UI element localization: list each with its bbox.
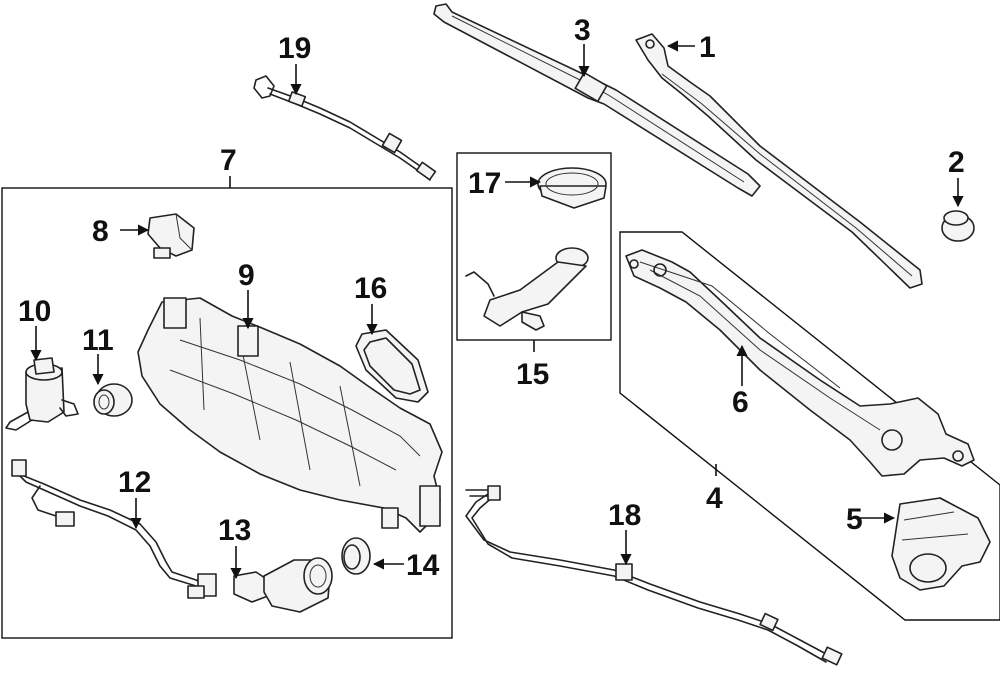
- grommet-part-11: [93, 383, 133, 417]
- callout-8: 8: [92, 215, 109, 248]
- washer-pump-part-10: [5, 357, 79, 431]
- callout-11: 11: [82, 324, 114, 357]
- seal-part-16: [355, 329, 429, 403]
- callout-labels: 1 2 3 4 5 6 7 8 9 10 11 12 13 14 15 16 1…: [18, 14, 965, 582]
- callout-6: 6: [732, 386, 749, 419]
- connector-part-8: [147, 213, 195, 259]
- callout-15: 15: [516, 358, 549, 391]
- callout-5: 5: [846, 503, 863, 536]
- callout-2: 2: [948, 146, 965, 179]
- washer-reservoir-part-9: [137, 297, 443, 533]
- leader-lines: [30, 40, 964, 580]
- callout-13: 13: [218, 514, 251, 547]
- ring-part-14: [341, 537, 371, 575]
- callout-19: 19: [278, 32, 311, 65]
- harness-part-19: [253, 75, 437, 181]
- wiper-arm-part-1: [635, 33, 923, 289]
- washer-hose-part-18: [465, 485, 843, 666]
- callout-18: 18: [608, 499, 641, 532]
- callout-3: 3: [574, 14, 591, 47]
- callout-4: 4: [706, 482, 723, 515]
- callout-12: 12: [118, 466, 151, 499]
- callout-10: 10: [18, 295, 51, 328]
- callout-17: 17: [468, 167, 501, 200]
- callout-16: 16: [354, 272, 387, 305]
- wiper-blade-part-3: [433, 3, 761, 197]
- callout-14: 14: [406, 549, 440, 582]
- wiper-motor-part-5: [891, 497, 991, 591]
- group-box-reservoir: [1, 187, 453, 639]
- harness-part-12: [11, 459, 217, 599]
- sensor-part-13: [233, 557, 333, 613]
- nozzle-bracket-part-15: [465, 247, 589, 331]
- group-box-linkage: [619, 231, 1000, 621]
- nozzle-cap-part-17: [537, 167, 607, 209]
- callout-7: 7: [220, 144, 237, 177]
- callout-9: 9: [238, 259, 255, 292]
- pivot-cap-part-2: [941, 210, 975, 242]
- callout-1: 1: [699, 31, 716, 64]
